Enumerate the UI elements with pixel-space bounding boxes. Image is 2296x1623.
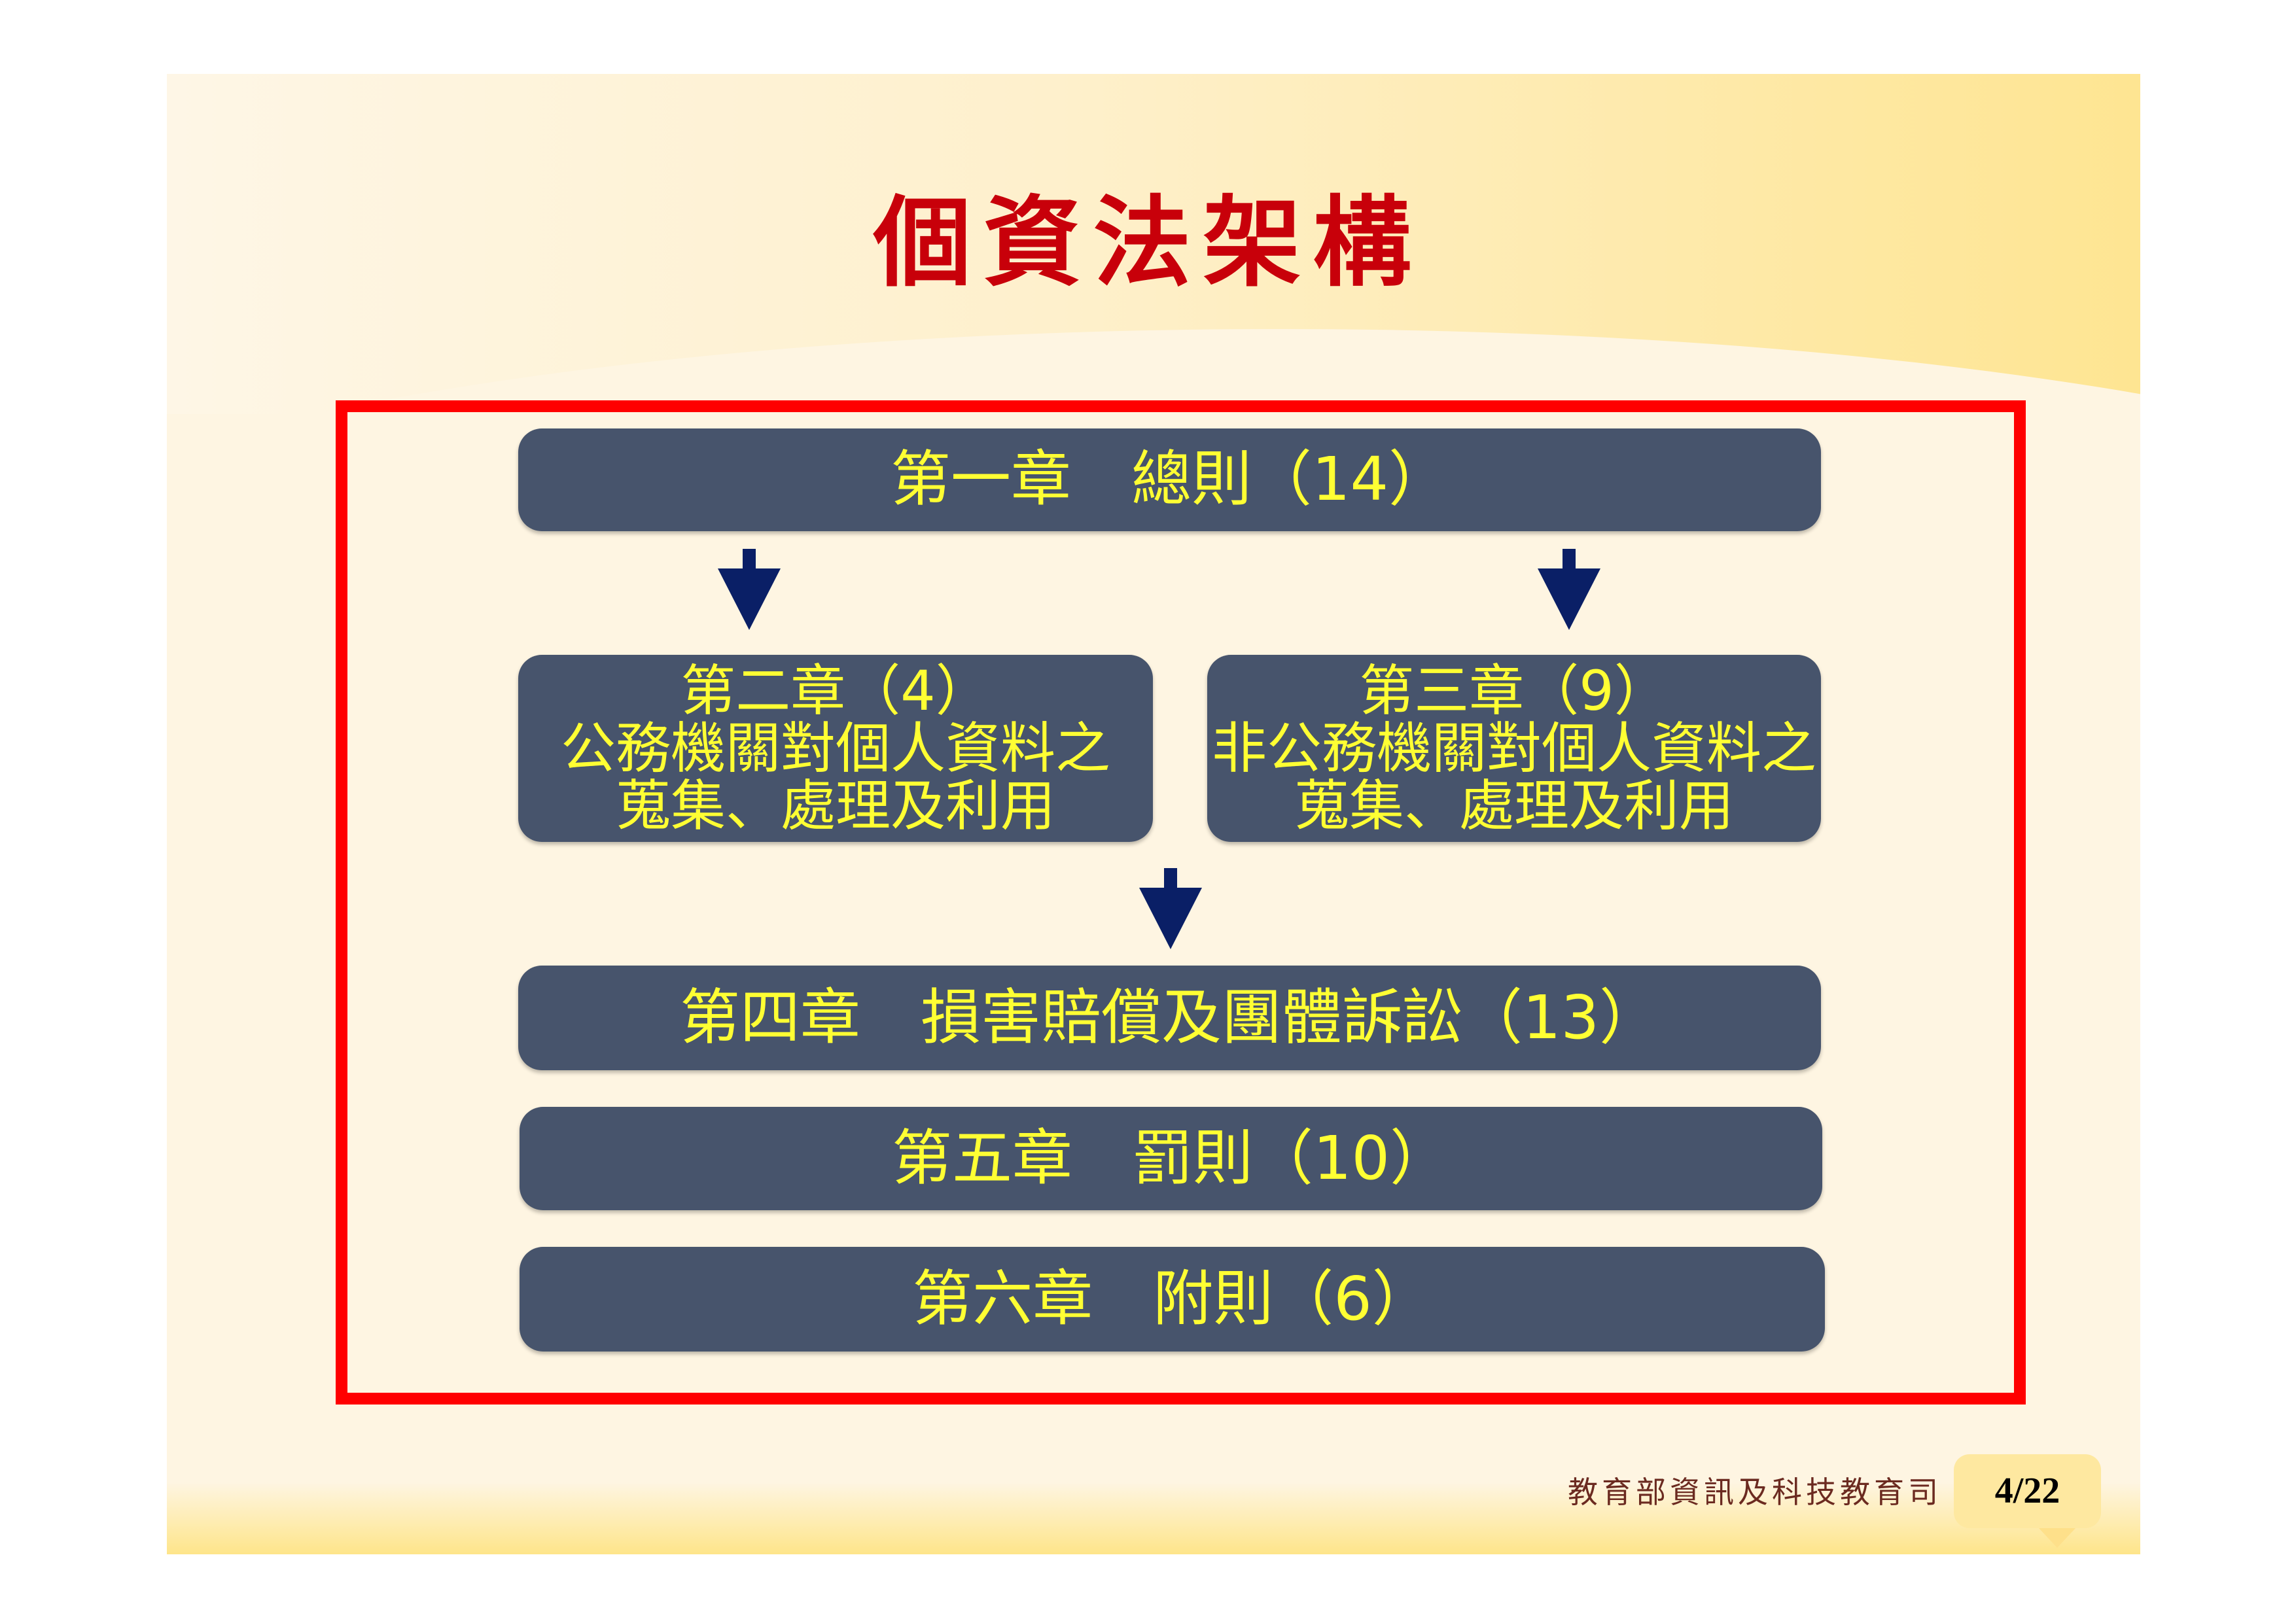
chapter-2-box: 第二章（4） 公務機關對個人資料之 蒐集、處理及利用 bbox=[518, 655, 1153, 842]
footer-organization: 教育部資訊及科技教育司 bbox=[1568, 1475, 1942, 1510]
footer-band bbox=[167, 1482, 2140, 1554]
chapter-3-line: 蒐集、處理及利用 bbox=[1294, 774, 1734, 839]
chapter-2-line: 公務機關對個人資料之 bbox=[560, 716, 1110, 780]
chapter-5-box: 第五章 罰則（10） bbox=[520, 1107, 1822, 1210]
chapter-6-box: 第六章 附則（6） bbox=[520, 1247, 1825, 1352]
chapter-2-heading: 第二章（4） bbox=[680, 658, 991, 723]
chapter-3-heading: 第三章（9） bbox=[1359, 658, 1669, 723]
chapter-1-box: 第一章 總則（14） bbox=[518, 428, 1821, 531]
highlight-frame bbox=[336, 400, 2026, 1405]
chapter-3-box: 第三章（9） 非公務機關對個人資料之 蒐集、處理及利用 bbox=[1207, 655, 1821, 842]
chapter-6-label: 第六章 附則（6） bbox=[912, 1263, 1432, 1334]
chapter-5-label: 第五章 罰則（10） bbox=[891, 1123, 1451, 1193]
chapter-2-line: 蒐集、處理及利用 bbox=[615, 774, 1055, 839]
chapter-4-box: 第四章 損害賠償及團體訴訟（13） bbox=[518, 966, 1821, 1070]
chapter-3-line: 非公務機關對個人資料之 bbox=[1211, 716, 1816, 780]
chapter-1-label: 第一章 總則（14） bbox=[890, 444, 1449, 515]
chapter-4-label: 第四章 損害賠償及團體訴訟（13） bbox=[679, 982, 1660, 1053]
page-number-badge: 4/22 bbox=[1954, 1454, 2101, 1548]
slide-title: 個資法架構 bbox=[873, 185, 1423, 300]
